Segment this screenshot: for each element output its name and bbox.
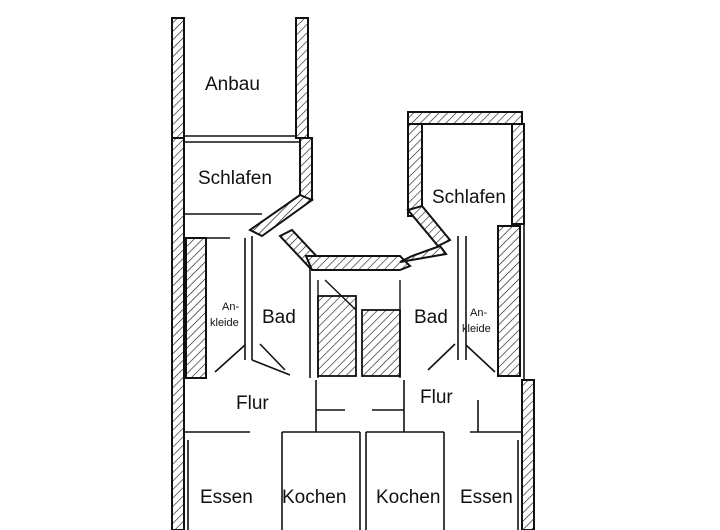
room-label-bad-left: Bad bbox=[262, 307, 296, 328]
schlafen-left-right-wall bbox=[299, 137, 313, 201]
room-label-flur-left: Flur bbox=[236, 393, 269, 414]
ankleide-right-door bbox=[465, 344, 496, 373]
schlafen-right-top-wall bbox=[407, 111, 523, 125]
stair-top-wall bbox=[304, 255, 412, 271]
anbau-left-wall bbox=[171, 17, 185, 139]
room-label-schlafen-left: Schlafen bbox=[198, 168, 272, 189]
schlafen-right-left-wall bbox=[407, 123, 423, 217]
right-outer-wall-lower bbox=[521, 379, 535, 530]
ankleide-left-door bbox=[214, 344, 246, 373]
room-label-bad-right: Bad bbox=[414, 307, 448, 328]
room-label-ankleide-right-2: kleide bbox=[462, 323, 491, 335]
bad-right-door bbox=[427, 343, 456, 371]
room-label-ankleide-left-1: An- bbox=[222, 301, 239, 313]
room-label-anbau: Anbau bbox=[205, 74, 260, 95]
room-label-kochen-right: Kochen bbox=[376, 487, 440, 508]
room-label-ankleide-left-2: kleide bbox=[210, 317, 239, 329]
room-label-schlafen-right: Schlafen bbox=[432, 187, 506, 208]
ankleide-right-column bbox=[497, 225, 521, 377]
bad-right-angled-wall bbox=[399, 244, 448, 263]
room-label-kochen-left: Kochen bbox=[282, 487, 346, 508]
left-outer-wall bbox=[171, 137, 185, 530]
room-label-essen-right: Essen bbox=[460, 487, 513, 508]
schlafen-left-angled-wall bbox=[248, 193, 315, 238]
schlafen-right-angled-wall bbox=[406, 204, 452, 248]
stair-left-flight bbox=[317, 295, 357, 377]
room-label-essen-left: Essen bbox=[200, 487, 253, 508]
room-label-ankleide-right-1: An- bbox=[470, 307, 487, 319]
bad-left-door bbox=[259, 343, 286, 371]
anbau-right-wall bbox=[295, 17, 309, 139]
stair-right-flight bbox=[361, 309, 401, 377]
bad-left-bottom bbox=[251, 359, 291, 376]
right-outer-wall bbox=[511, 123, 525, 225]
room-label-flur-right: Flur bbox=[420, 387, 453, 408]
stair-diagonal bbox=[324, 279, 357, 311]
ankleide-left-column bbox=[185, 237, 207, 379]
